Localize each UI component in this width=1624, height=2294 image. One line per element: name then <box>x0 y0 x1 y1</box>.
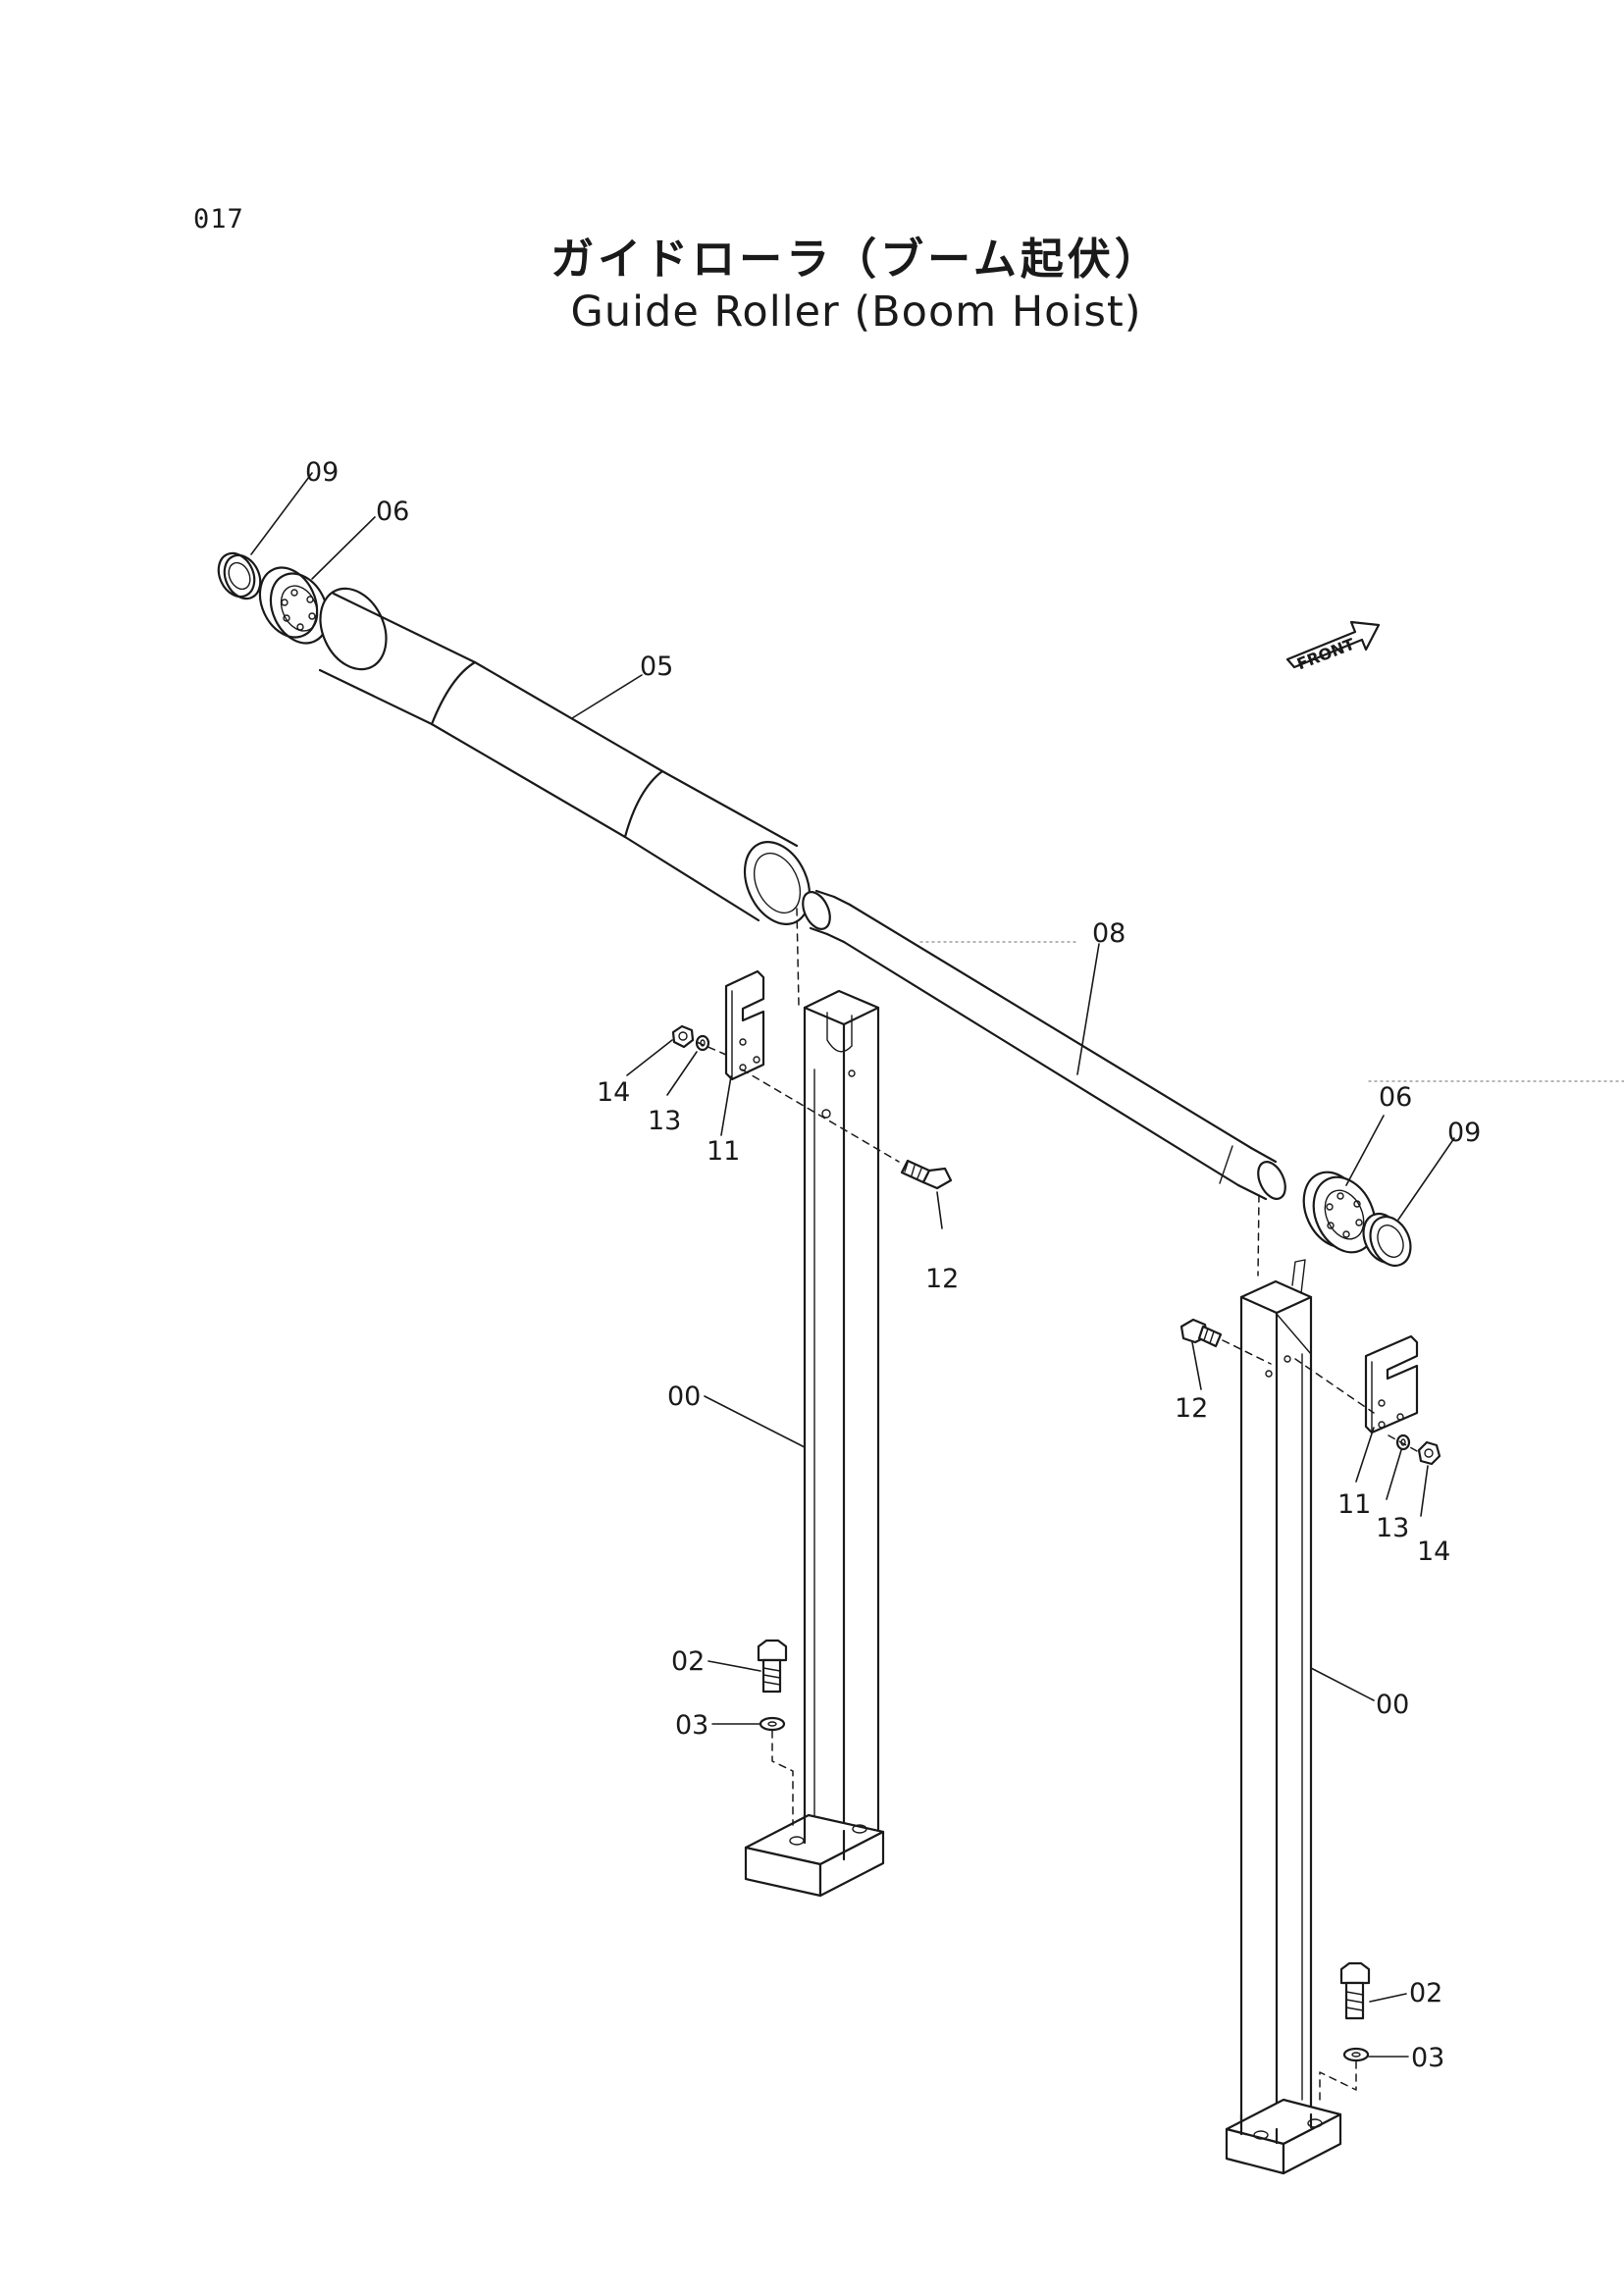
callout-12-left: 12 <box>925 1264 959 1294</box>
bolt-12-right <box>1179 1318 1223 1348</box>
front-arrow-icon: FRONT <box>1285 620 1381 674</box>
callout-13-left: 13 <box>648 1106 681 1136</box>
callout-14-right: 14 <box>1417 1537 1450 1567</box>
ring-09-left <box>217 551 262 600</box>
bolt-02-right <box>1339 1961 1371 2020</box>
washer-13-right <box>1395 1434 1411 1451</box>
callout-02-right: 02 <box>1409 1978 1442 2008</box>
callout-09-right: 09 <box>1447 1118 1481 1148</box>
callout-09-left: 09 <box>305 457 339 488</box>
front-label: FRONT <box>1294 635 1357 674</box>
clamp-plate-11-right <box>1364 1334 1419 1434</box>
page-number: 017 <box>193 204 244 235</box>
nut-14-left <box>671 1024 695 1049</box>
callout-14-left: 14 <box>597 1077 630 1108</box>
page-title-english: Guide Roller (Boom Hoist) <box>570 287 1142 337</box>
callout-06-right: 06 <box>1379 1082 1412 1113</box>
callout-13-right: 13 <box>1376 1513 1409 1543</box>
callout-03-right: 03 <box>1411 2043 1444 2073</box>
ring-09-right <box>1362 1213 1412 1267</box>
callout-05: 05 <box>640 652 673 682</box>
callout-08: 08 <box>1092 918 1126 949</box>
clamp-plate-11-left <box>724 969 765 1081</box>
shaft-08 <box>802 889 1286 1201</box>
bolt-02-left <box>757 1639 788 1694</box>
callout-11-left: 11 <box>707 1136 740 1167</box>
bearing-06-left <box>258 566 330 645</box>
nut-14-right <box>1417 1440 1441 1466</box>
bearing-06-right <box>1302 1171 1377 1254</box>
roller-05 <box>318 587 812 925</box>
post-00-left <box>744 989 885 1898</box>
washer-03-right <box>1342 2047 1370 2062</box>
washer-03-left <box>759 1716 786 1732</box>
page-title-japanese: ガイドローラ（ブーム起伏） <box>550 235 1162 285</box>
post-00-right <box>1225 1259 1342 2175</box>
bolt-12-left <box>900 1159 953 1190</box>
callout-06-left: 06 <box>376 496 409 527</box>
callout-02-left: 02 <box>671 1646 705 1677</box>
callout-12-right: 12 <box>1175 1393 1208 1424</box>
callout-11-right: 11 <box>1337 1489 1371 1520</box>
callout-00-right: 00 <box>1376 1690 1409 1720</box>
callout-03-left: 03 <box>675 1710 708 1741</box>
callout-00-left: 00 <box>667 1382 701 1412</box>
